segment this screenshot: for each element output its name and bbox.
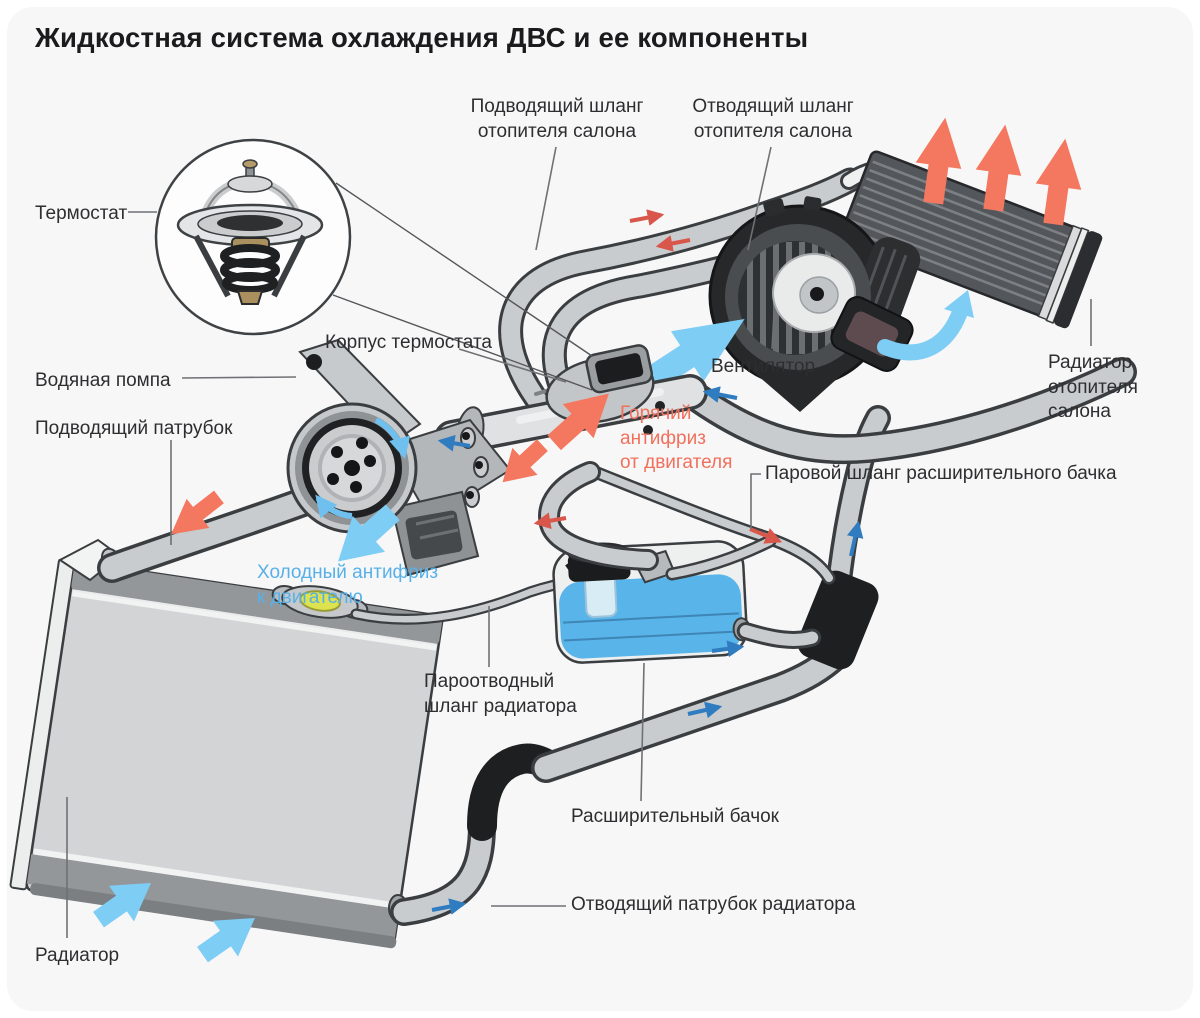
fan — [708, 196, 921, 412]
label-hot-antifreeze: Горячий антифриз от двигателя — [620, 403, 733, 474]
thermostat — [176, 159, 324, 305]
label-outlet-pipe: Отводящий патрубок радиатора — [571, 894, 856, 915]
rubber-sleeve — [797, 570, 879, 670]
return-pipe-to-engine — [531, 640, 851, 783]
label-thermostat: Термостат — [35, 203, 128, 224]
vapor-hose — [583, 463, 836, 585]
water-pump — [286, 338, 512, 577]
label-expansion-tank: Расширительный бачок — [571, 806, 779, 827]
airflow-arrow-to-core — [877, 290, 974, 361]
label-inlet-pipe: Подводящий патрубок — [35, 418, 233, 439]
thermostat-housing — [455, 344, 665, 458]
label-fan: Вентилятор — [711, 356, 816, 377]
flow-arrows-hot-small — [533, 209, 783, 544]
radiator-outlet-pipe — [388, 810, 496, 926]
label-water-pump: Водяная помпа — [35, 370, 171, 391]
heater-core — [839, 150, 1103, 329]
heater-return-pipe — [683, 357, 1137, 465]
label-radiator: Радиатор — [35, 945, 120, 966]
label-heater-return-hose: Отводящий шланг отопителя салона — [692, 96, 854, 142]
thermostat-callout — [154, 138, 593, 391]
pump-pulley — [286, 402, 418, 534]
label-cold-antifreeze: Холодный антифриз к двигателю — [257, 562, 439, 608]
label-thermostat-housing: Корпус термостата — [325, 332, 493, 353]
pulley-rotation-arrow — [374, 417, 411, 460]
label-vapor-hose: Паровой шланг расширительного бачка — [765, 463, 1117, 484]
leader-lines — [66, 146, 1092, 938]
label-heater-supply-hose: Подводящий шланг отопителя салона — [470, 96, 644, 142]
heater-supply-hose — [498, 167, 863, 417]
label-radiator-vent-hose: Пароотводный шланг радиатора — [424, 671, 577, 717]
pulley-rotation-arrow — [315, 494, 353, 519]
page-title: Жидкостная система охлаждения ДВС и ее к… — [35, 22, 809, 53]
flow-arrows-cold-small — [431, 386, 864, 915]
label-heater-core: Радиатор отопителя салона — [1048, 352, 1138, 423]
